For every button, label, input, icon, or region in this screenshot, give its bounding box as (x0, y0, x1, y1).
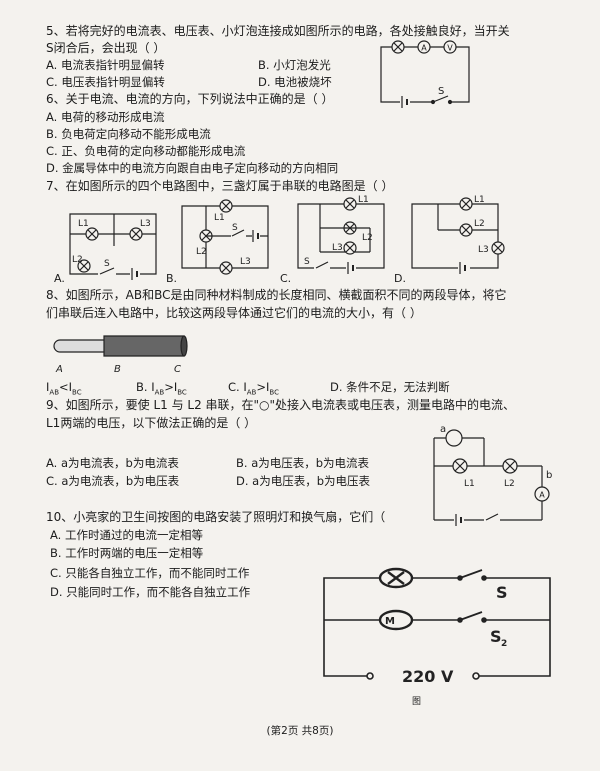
q8-option-d: D. 条件不足，无法判断 (330, 380, 450, 394)
q9-stem-line2: L1两端的电压，以下做法正确的是（ ） (46, 416, 257, 430)
q9-meter-label: A (539, 491, 545, 500)
q10-switch-s2: S (490, 627, 502, 646)
ammeter-icon (418, 41, 430, 53)
q8-option-b: B. IAB>IBC (136, 380, 187, 397)
q7b-l2: L2 (196, 247, 207, 257)
q7b-s: S (232, 223, 238, 233)
meter-a-icon (446, 430, 462, 446)
q8-option-c: C. IAB>IBC (228, 380, 279, 397)
q9-l2: L2 (504, 479, 515, 489)
q9-option-c: C. a为电流表，b为电压表 (46, 474, 180, 488)
q5-option-c: C. 电压表指针明显偏转 (46, 75, 165, 89)
q7d-l3: L3 (478, 245, 489, 255)
q8-stem-line2: 们串联后连入电路中，比较这两段导体通过它们的电流的大小，有（ ） (46, 306, 422, 320)
q10-circuit-figure: M S S 2 220 V 图 (318, 560, 558, 707)
q8-option-a: IAB<IBC (46, 380, 82, 397)
motor-icon (380, 611, 412, 629)
q7d-l1: L1 (474, 195, 485, 205)
q7-circuit-d: L1 L2 L3 (408, 195, 508, 276)
q7-circuit-a: L1 L2 L3 S (64, 204, 164, 280)
q7a-l3: L3 (140, 219, 151, 229)
q5-switch-label: S (438, 86, 444, 97)
q7a-l1: L1 (78, 219, 89, 229)
q6-option-b: B. 负电荷定向移动不能形成电流 (46, 127, 211, 141)
q10-option-a: A. 工作时通过的电流一定相等 (50, 528, 203, 542)
q6-option-a: A. 电荷的移动形成电流 (46, 110, 165, 124)
q7-circuit-b: L1 L2 L3 S (176, 196, 276, 276)
q10-option-d: D. 只能同时工作，而不能各自独立工作 (50, 585, 251, 599)
q7b-l3: L3 (240, 257, 251, 267)
q8-label-c: C (174, 364, 181, 375)
q9-label-a: a (440, 424, 446, 435)
q7-label-b: B. (166, 272, 178, 285)
page-footer: (第2页 共8页) (266, 725, 334, 737)
q10-option-b: B. 工作时两端的电压一定相等 (50, 546, 204, 560)
q9-option-d: D. a为电压表，b为电压表 (236, 474, 371, 488)
q5-option-b: B. 小灯泡发光 (258, 58, 331, 72)
q10-voltage-label: 220 V (402, 667, 454, 686)
q8-stem-line1: 8、如图所示，AB和BC是由同种材料制成的长度相同、横截面积不同的两段导体，将它 (46, 288, 507, 302)
q8-conductor-figure: A B C (44, 330, 194, 375)
q7a-s: S (104, 259, 110, 269)
q7a-l2: L2 (72, 255, 83, 265)
q6-option-d: D. 金属导体中的电流方向跟自由电子定向移动的方向相同 (46, 161, 339, 175)
q10-switch-s1: S (496, 583, 508, 602)
q9-circuit-figure: a b A L1 L2 (424, 424, 552, 528)
q10-figure-caption: 图 (412, 696, 421, 707)
q9-stem-line1: 9、如图所示，要使 L1 与 L2 串联，在"○"处接入电流表或电压表，测量电路… (46, 398, 516, 412)
q7-stem: 7、在如图所示的四个电路图中，三盏灯属于串联的电路图是（ ） (46, 179, 394, 193)
q9-l1: L1 (464, 479, 475, 489)
q5-meter-a-label: A (421, 44, 427, 53)
q5-circuit-figure: A V S (376, 38, 476, 106)
q7c-s: S (304, 257, 310, 267)
q7c-l2: L2 (362, 233, 373, 243)
q6-stem: 6、关于电流、电流的方向，下列说法中正确的是（ ） (46, 92, 334, 106)
q8-label-b: B (114, 364, 121, 375)
meter-b-icon (535, 487, 549, 501)
q7b-l1: L1 (214, 213, 225, 223)
q5-stem-line1: 5、若将完好的电流表、电压表、小灯泡连接成如图所示的电路，各处接触良好，当开关 (46, 24, 510, 38)
q7d-l2: L2 (474, 219, 485, 229)
q7c-l3: L3 (332, 243, 343, 253)
q5-meter-v-label: V (447, 44, 453, 53)
q8-label-a: A (55, 364, 63, 375)
q9-label-b: b (546, 470, 552, 481)
q7-label-d: D. (394, 272, 406, 285)
q7c-l1: L1 (358, 195, 369, 205)
q9-option-a: A. a为电流表，b为电流表 (46, 456, 179, 470)
q7-label-a: A. (54, 272, 65, 285)
q5-stem-line2: S闭合后，会出现（ ） (46, 41, 166, 55)
q7-label-c: C. (280, 272, 292, 285)
q10-option-c: C. 只能各自独立工作，而不能同时工作 (50, 566, 250, 580)
q10-switch-s2-sub: 2 (501, 639, 507, 649)
q6-option-c: C. 正、负电荷的定向移动都能形成电流 (46, 144, 246, 158)
q9-option-b: B. a为电压表，b为电流表 (236, 456, 370, 470)
q5-option-a: A. 电流表指针明显偏转 (46, 58, 165, 72)
q10-motor-label: M (385, 616, 395, 627)
q7-circuit-c: L1 L2 L3 S (290, 195, 390, 276)
q10-stem: 10、小亮家的卫生间按图的电路安装了照明灯和换气扇，它们（ (46, 510, 386, 524)
voltmeter-icon (444, 41, 456, 53)
q5-option-d: D. 电池被烧坏 (258, 75, 332, 89)
